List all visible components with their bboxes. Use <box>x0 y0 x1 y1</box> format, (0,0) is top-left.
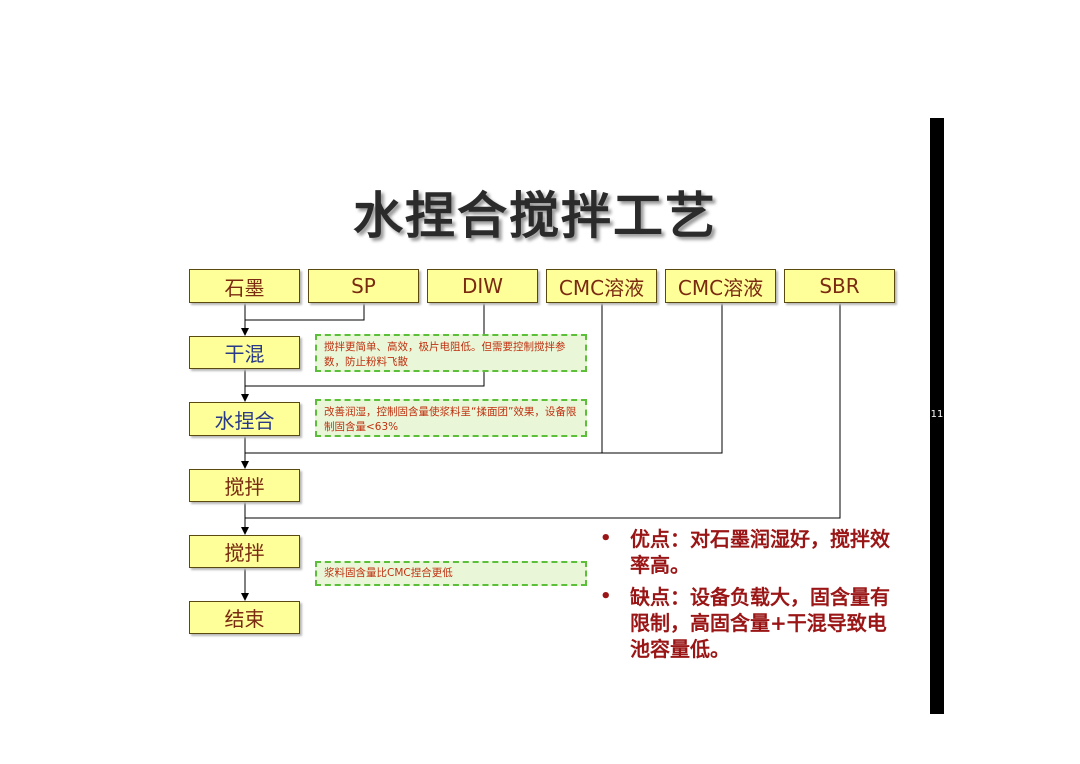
step-box-stirring-1: 搅拌 <box>189 469 300 502</box>
material-box-cmc-1: CMC溶液 <box>546 269 657 303</box>
bullet-dot: • <box>600 586 612 607</box>
note-stirring: 浆料固含量比CMC捏合更低 <box>315 561 587 586</box>
connector-diw <box>245 303 485 387</box>
pros-cons-list: • 优点：对石墨润湿好，搅拌效率高。 • 缺点：设备负载大，固含量有限制，高固含… <box>600 526 900 668</box>
bullet-cons: • 缺点：设备负载大，固含量有限制，高固含量+干混导致电池容量低。 <box>600 584 900 662</box>
note-kneading: 改善润湿，控制固含量使浆料呈“揉面团”效果，设备限制固含量<63% <box>315 399 587 437</box>
step-box-end: 结束 <box>189 601 300 634</box>
slide-title: 水捏合搅拌工艺 <box>353 187 717 245</box>
material-box-diw: DIW <box>427 269 538 303</box>
step-box-dry-mix: 干混 <box>189 336 300 369</box>
bullet-dot: • <box>600 528 612 549</box>
slide-sidebar-bar <box>930 118 944 714</box>
bullet-pros: • 优点：对石墨润湿好，搅拌效率高。 <box>600 526 900 578</box>
pros-text: 优点：对石墨润湿好，搅拌效率高。 <box>630 527 890 577</box>
material-box-sp: SP <box>308 269 419 303</box>
step-box-kneading: 水捏合 <box>189 402 300 436</box>
connector-sp <box>245 303 365 321</box>
connector-sbr <box>245 303 841 519</box>
cons-text: 缺点：设备负载大，固含量有限制，高固含量+干混导致电池容量低。 <box>630 585 890 661</box>
connector-cmc-2 <box>602 303 723 454</box>
page-number: 11 <box>930 409 944 420</box>
material-box-graphite: 石墨 <box>189 269 300 303</box>
material-box-cmc-2: CMC溶液 <box>665 269 776 303</box>
step-box-stirring-2: 搅拌 <box>189 535 300 568</box>
note-dry-mix: 搅拌更简单、高效，极片电阻低。但需要控制搅拌参数，防止粉料飞散 <box>315 334 587 372</box>
material-box-sbr: SBR <box>784 269 895 303</box>
